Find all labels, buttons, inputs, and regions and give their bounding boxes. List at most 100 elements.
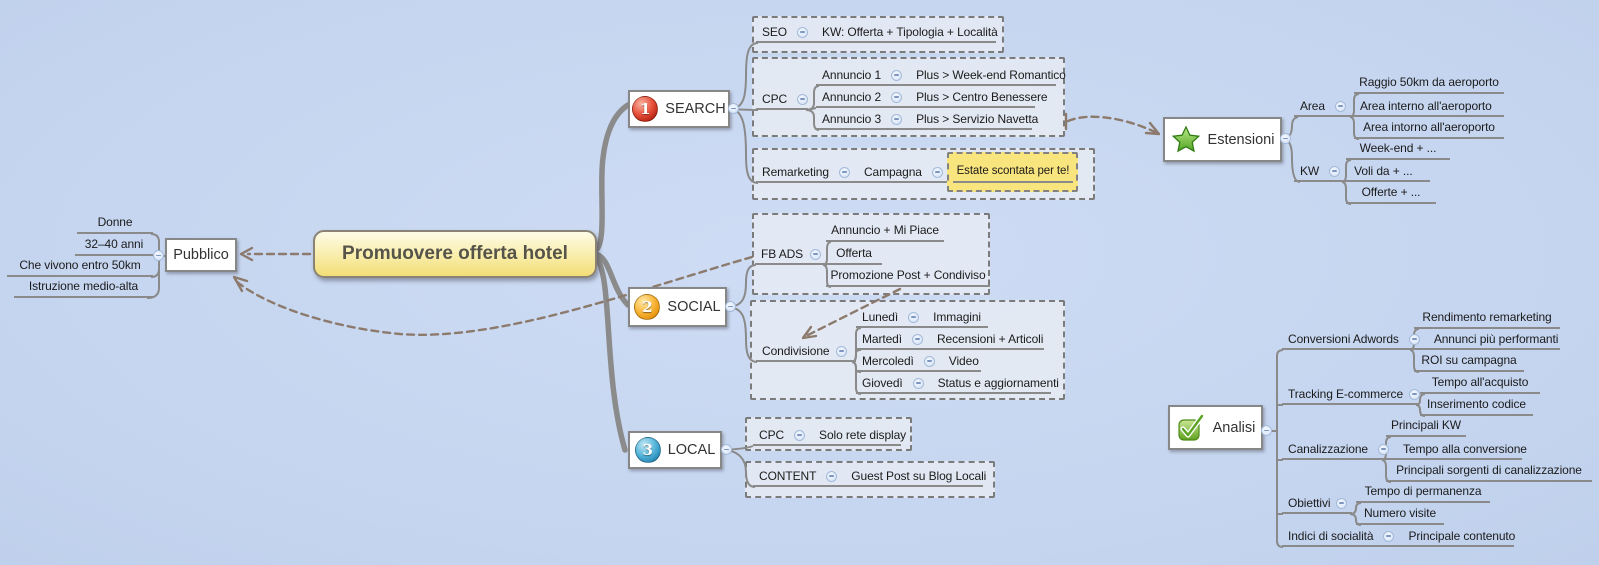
estate-highlight-box[interactable] xyxy=(947,152,1078,192)
martedi-content[interactable]: Recensioni + Articoli xyxy=(936,332,1044,346)
collapse-icon[interactable] xyxy=(1408,333,1420,345)
collapse-icon[interactable] xyxy=(1329,165,1341,177)
topic-obiettivi[interactable]: Obiettivi xyxy=(1282,494,1352,514)
collapse-icon[interactable] xyxy=(810,248,822,260)
topic-istruzione[interactable]: Istruzione medio-alta xyxy=(14,278,153,298)
mercoledi-content[interactable]: Video xyxy=(948,354,979,368)
annunci-performanti-label[interactable]: Annunci più performanti xyxy=(1433,332,1559,346)
collapse-icon[interactable] xyxy=(891,91,903,103)
topic-cpc-search[interactable]: CPC xyxy=(756,90,809,110)
collapse-icon[interactable] xyxy=(797,93,809,105)
collapse-icon[interactable] xyxy=(838,166,850,178)
topic-kw-estensioni[interactable]: KW Voli da + ... xyxy=(1294,162,1430,182)
collapse-icon-search[interactable] xyxy=(728,103,739,114)
principale-contenuto-label[interactable]: Principale contenuto xyxy=(1408,529,1516,543)
collapse-icon[interactable] xyxy=(912,377,924,389)
social-label: SOCIAL xyxy=(667,299,721,315)
collapse-icon[interactable] xyxy=(1383,530,1395,542)
collapse-icon[interactable] xyxy=(891,113,903,125)
pubblico-box[interactable]: Pubblico xyxy=(165,238,237,272)
topic-area-intorno[interactable]: Area intorno all'aeroporto xyxy=(1354,119,1504,139)
relationship-arrow-cpc-to-estensioni[interactable] xyxy=(1066,115,1157,134)
collapse-icon-social[interactable] xyxy=(725,301,736,312)
annuncio-3-plus[interactable]: Plus > Servizio Navetta xyxy=(916,112,1039,126)
collapse-icon[interactable] xyxy=(1334,100,1346,112)
guest-post-label[interactable]: Guest Post su Blog Locali xyxy=(851,469,987,483)
topic-annuncio-3[interactable]: Annuncio 3 Plus > Servizio Navetta xyxy=(816,110,1038,130)
central-topic[interactable]: Promuovere offerta hotel xyxy=(313,230,597,278)
collapse-icon-pubblico[interactable] xyxy=(153,250,164,261)
topic-donne[interactable]: Donne xyxy=(77,214,153,234)
giovedi-content[interactable]: Status e aggiornamenti xyxy=(937,376,1059,390)
collapse-icon[interactable] xyxy=(1336,497,1348,509)
topic-raggio-50km[interactable]: Raggio 50km da aeroporto xyxy=(1354,74,1504,94)
lunedi-content[interactable]: Immagini xyxy=(933,310,981,324)
collapse-icon[interactable] xyxy=(891,69,903,81)
topic-remarketing[interactable]: Remarketing Campagna xyxy=(756,163,948,183)
search-box[interactable]: 1 SEARCH xyxy=(628,90,730,128)
collapse-icon[interactable] xyxy=(931,166,943,178)
topic-tracking-ecommerce[interactable]: Tracking E-commerce xyxy=(1282,385,1421,405)
topic-conversioni-adwords[interactable]: Conversioni Adwords Annunci più performa… xyxy=(1282,330,1560,350)
number-1-badge-icon: 1 xyxy=(632,96,659,122)
annuncio-1-plus[interactable]: Plus > Week-end Romantico xyxy=(916,68,1066,82)
collapse-icon-local[interactable] xyxy=(721,444,732,455)
topic-numero-visite[interactable]: Numero visite xyxy=(1356,505,1444,525)
area-interno-label[interactable]: Area interno all'aeroporto xyxy=(1359,99,1492,113)
topic-principali-kw[interactable]: Principali KW xyxy=(1386,417,1466,437)
group-condivisione[interactable] xyxy=(750,300,1065,400)
topic-giovedi[interactable]: Giovedì Status e aggiornamenti xyxy=(856,374,1059,394)
campagna-label[interactable]: Campagna xyxy=(863,165,922,179)
topic-tempo-acquisto[interactable]: Tempo all'acquisto xyxy=(1420,374,1540,394)
topic-fb-ads[interactable]: FB ADS xyxy=(755,245,825,265)
topic-estate[interactable]: Estate scontata per te! xyxy=(953,163,1073,183)
topic-indici-socialita[interactable]: Indici di socialità Principale contenuto xyxy=(1282,527,1516,547)
topic-tempo-permanenza[interactable]: Tempo di permanenza xyxy=(1356,483,1490,503)
solo-rete-display-label[interactable]: Solo rete display xyxy=(819,428,907,442)
topic-promozione-post[interactable]: Promozione Post + Condiviso xyxy=(826,267,990,287)
topic-cpc-local[interactable]: CPC Solo rete display xyxy=(753,426,906,446)
topic-mercoledi[interactable]: Mercoledì Video xyxy=(856,352,981,372)
topic-roi-campagna[interactable]: ROI su campagna xyxy=(1414,352,1524,372)
annuncio-2-plus[interactable]: Plus > Centro Benessere xyxy=(916,90,1048,104)
topic-martedi[interactable]: Martedì Recensioni + Articoli xyxy=(856,330,1044,350)
topic-seo[interactable]: SEO KW: Offerta + Tipologia + Località xyxy=(756,23,998,43)
seo-kw-label[interactable]: KW: Offerta + Tipologia + Località xyxy=(822,25,998,39)
group-seo[interactable] xyxy=(752,16,1004,53)
collapse-icon[interactable] xyxy=(835,345,847,357)
collapse-icon[interactable] xyxy=(794,429,806,441)
collapse-icon[interactable] xyxy=(908,311,920,323)
cpc-label: CPC xyxy=(762,92,788,106)
local-box[interactable]: 3 LOCAL xyxy=(628,431,722,469)
topic-rendimento-remarketing[interactable]: Rendimento remarketing xyxy=(1414,309,1560,329)
analisi-box[interactable]: Analisi xyxy=(1168,405,1263,450)
group-fb-ads[interactable] xyxy=(752,213,990,295)
collapse-icon-estensioni[interactable] xyxy=(1280,133,1291,144)
topic-annuncio-mi-piace[interactable]: Annuncio + Mi Piace xyxy=(826,222,944,242)
topic-lunedi[interactable]: Lunedì Immagini xyxy=(856,308,988,328)
topic-eta[interactable]: 32–40 anni xyxy=(75,236,153,256)
topic-weekend-kw[interactable]: Week-end + ... xyxy=(1346,140,1450,160)
topic-vivono[interactable]: Che vivono entro 50km xyxy=(7,257,153,277)
topic-canalizzazione[interactable]: Canalizzazione Tempo alla conversione xyxy=(1282,440,1527,460)
tempo-conversione-label[interactable]: Tempo alla conversione xyxy=(1402,442,1527,456)
topic-annuncio-2[interactable]: Annuncio 2 Plus > Centro Benessere xyxy=(816,88,1048,108)
topic-offerte-kw[interactable]: Offerte + ... xyxy=(1346,184,1436,204)
social-box[interactable]: 2 SOCIAL xyxy=(628,287,727,327)
collapse-icon[interactable] xyxy=(1377,443,1389,455)
topic-area[interactable]: Area Area interno all'aeroporto xyxy=(1294,97,1504,117)
topic-offerta-fb[interactable]: Offerta xyxy=(826,245,882,265)
topic-inserimento-codice[interactable]: Inserimento codice xyxy=(1420,396,1533,416)
topic-content-local[interactable]: CONTENT Guest Post su Blog Locali xyxy=(753,467,987,487)
collapse-icon[interactable] xyxy=(911,333,923,345)
collapse-icon[interactable] xyxy=(826,470,838,482)
collapse-icon[interactable] xyxy=(923,355,935,367)
collapse-icon[interactable] xyxy=(1409,388,1421,400)
collapse-icon[interactable] xyxy=(797,26,809,38)
topic-condivisione[interactable]: Condivisione xyxy=(756,342,856,362)
collapse-icon-analisi[interactable] xyxy=(1261,425,1272,436)
estensioni-box[interactable]: Estensioni xyxy=(1163,117,1282,162)
topic-annuncio-1[interactable]: Annuncio 1 Plus > Week-end Romantico xyxy=(816,66,1066,86)
topic-sorgenti-canalizzazione[interactable]: Principali sorgenti di canalizzazione xyxy=(1386,462,1592,482)
voli-da-label[interactable]: Voli da + ... xyxy=(1354,164,1413,178)
